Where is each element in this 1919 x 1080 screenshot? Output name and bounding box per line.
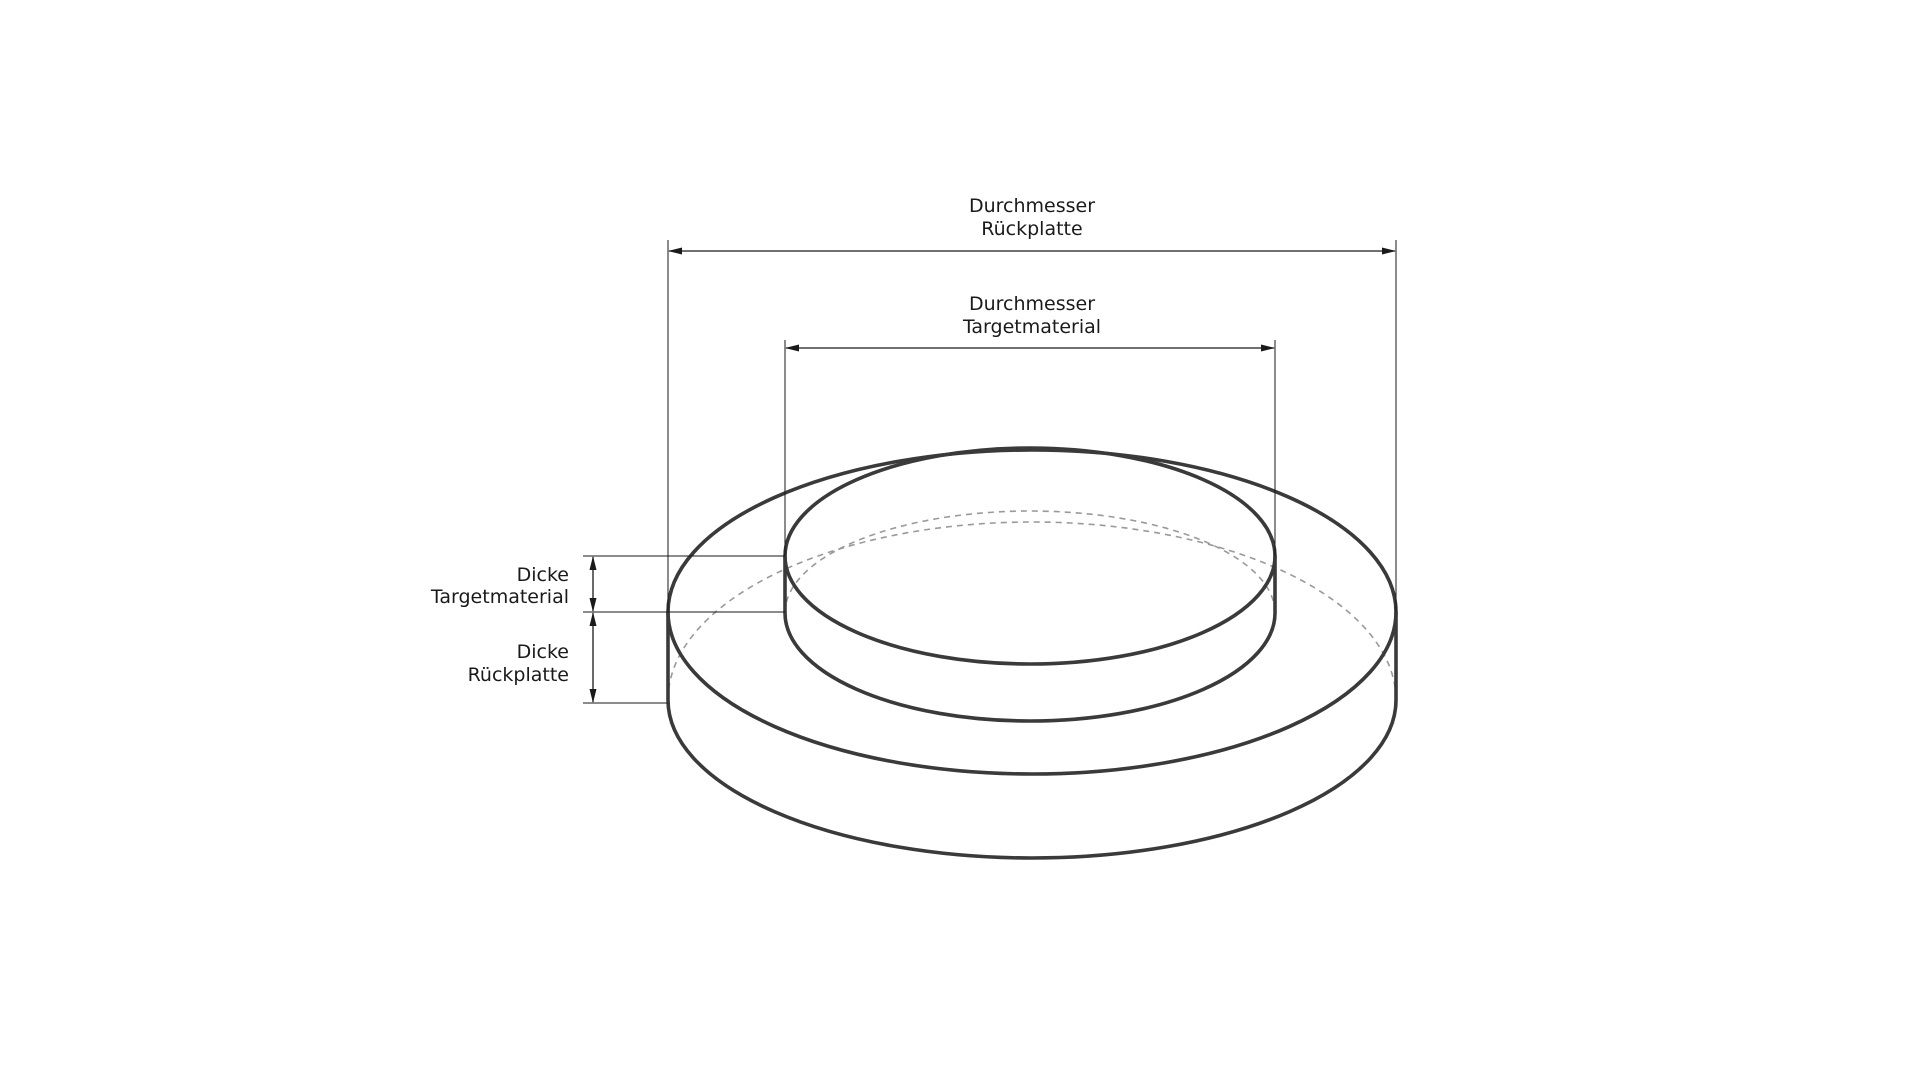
label-thickness-backing-plate-line2: Rückplatte	[468, 664, 569, 686]
label-thickness-target-material-line2: Targetmaterial	[430, 586, 569, 608]
label-diameter-target-material-line2: Targetmaterial	[962, 316, 1101, 338]
dimension-target-material-diameter: Durchmesser Targetmaterial	[784, 293, 1276, 556]
target-material-hidden-edge	[784, 510, 1276, 614]
label-diameter-backing-plate-line1: Durchmesser	[969, 195, 1095, 217]
dimension-thicknesses: Dicke Targetmaterial Dicke Rückplatte	[430, 555, 785, 704]
target-material	[783, 446, 1277, 723]
label-thickness-backing-plate-line1: Dicke	[517, 641, 569, 663]
target-material-bottom-edge	[783, 612, 1277, 723]
label-diameter-backing-plate-line2: Rückplatte	[981, 218, 1082, 240]
dimension-backing-plate-diameter: Durchmesser Rückplatte	[667, 195, 1397, 612]
backing-plate-bottom-edge	[666, 699, 1398, 860]
target-material-top-face	[783, 446, 1277, 666]
label-thickness-target-material-line1: Dicke	[517, 564, 569, 586]
backing-plate-hidden-edge	[667, 521, 1397, 701]
label-diameter-target-material-line1: Durchmesser	[969, 293, 1095, 315]
